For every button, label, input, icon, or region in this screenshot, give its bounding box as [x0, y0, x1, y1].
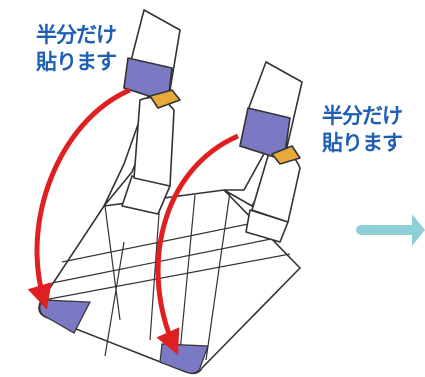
left-tape-strip: [123, 9, 181, 109]
instruction-line-2: 貼ります: [36, 50, 117, 74]
left-flap: [103, 95, 175, 215]
instruction-label-right: 半分だけ 貼ります: [322, 103, 403, 157]
right-flap: [223, 149, 301, 243]
curved-arrow-icon: [155, 133, 240, 356]
next-step-arrow-icon: [356, 214, 425, 246]
instruction-label-left: 半分だけ 貼ります: [36, 22, 117, 76]
right-tape-strip: [239, 61, 303, 165]
instruction-line-1: 半分だけ: [322, 104, 403, 128]
instruction-line-1: 半分だけ: [36, 23, 117, 47]
instruction-line-2: 貼ります: [322, 131, 403, 155]
curved-arrow-icon: [27, 87, 131, 310]
